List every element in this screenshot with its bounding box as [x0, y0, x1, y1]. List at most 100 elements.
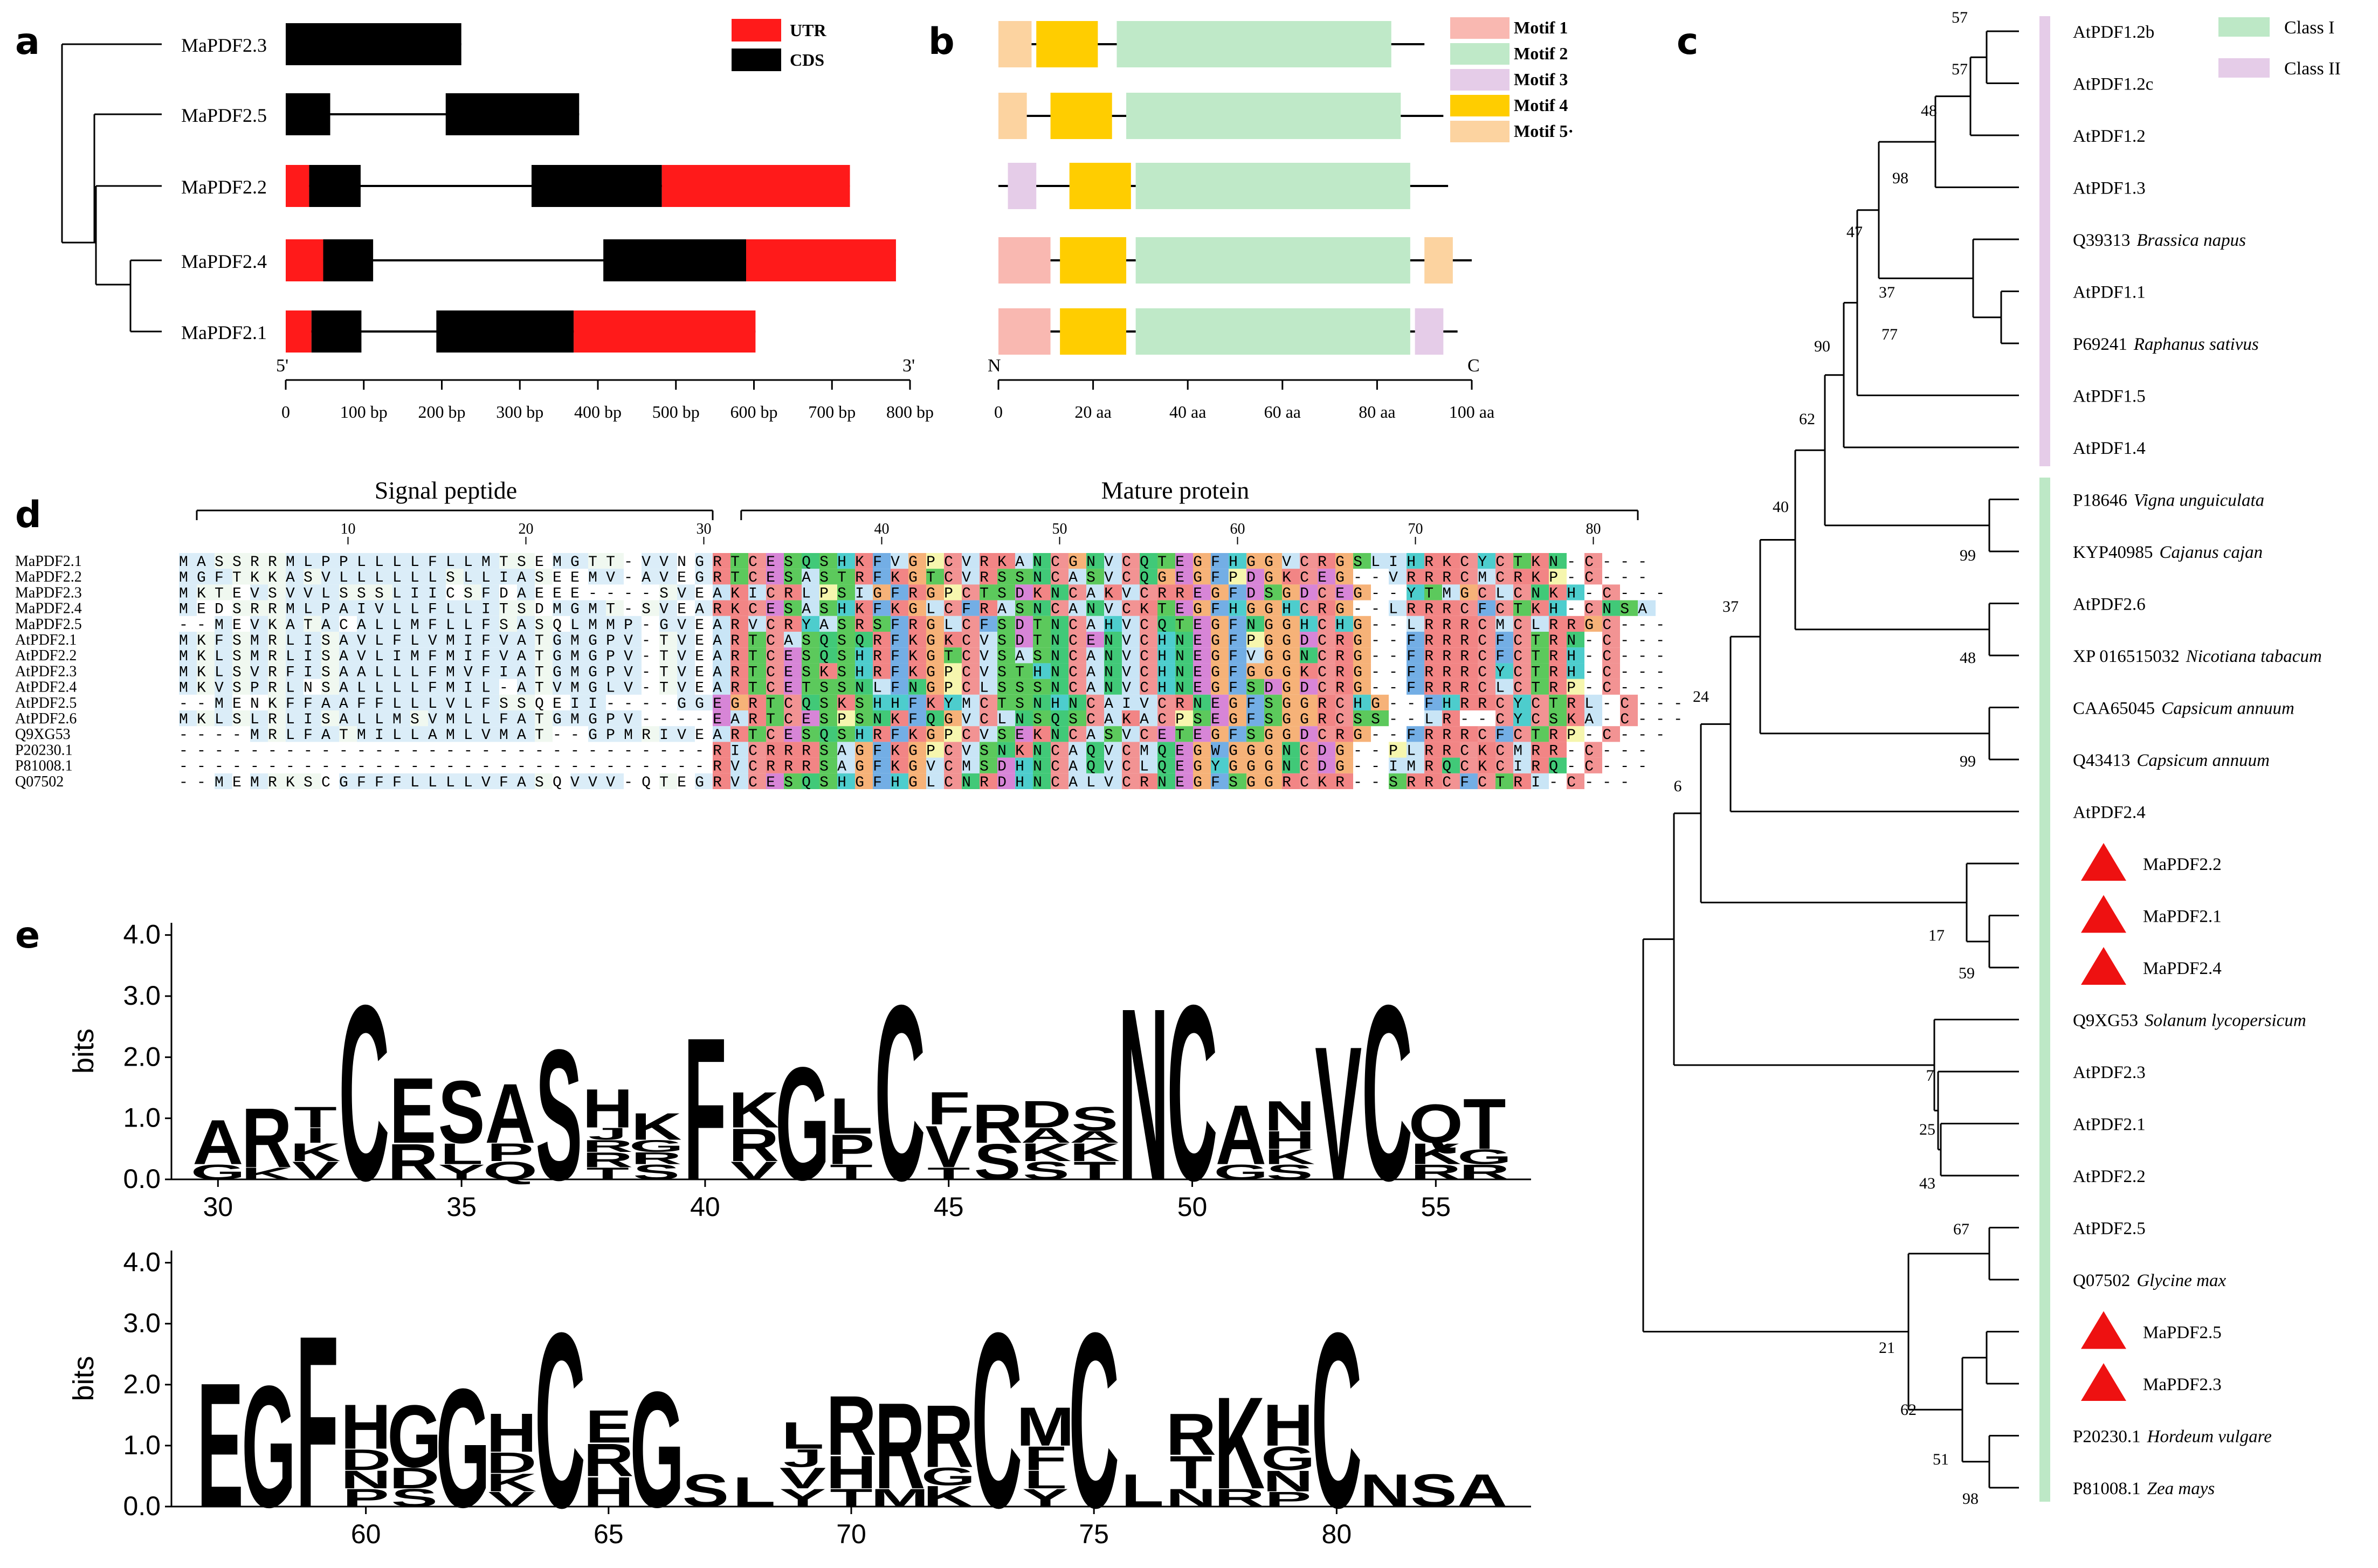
residue-cell	[1193, 710, 1211, 727]
residue-cell	[713, 694, 730, 710]
residue-cell	[375, 569, 392, 585]
residue-cell	[730, 616, 748, 632]
residue-cell	[1335, 569, 1353, 585]
residue-cell	[748, 663, 766, 679]
residue-cell	[1104, 569, 1122, 585]
residue-cell	[980, 616, 997, 632]
residue-cell	[499, 553, 517, 569]
leaf-id: AtPDF1.1	[2073, 283, 2146, 302]
residue-cell	[481, 616, 499, 632]
residue-cell	[1033, 694, 1051, 710]
residue-cell	[1015, 569, 1033, 585]
alignment-seq-name: MaPDF2.5	[15, 616, 82, 633]
residue-cell	[606, 726, 624, 742]
residue-cell	[1495, 710, 1513, 727]
residue-cell	[1531, 569, 1549, 585]
residue-cell	[962, 616, 980, 632]
residue-cell	[1051, 616, 1069, 632]
logo-y-tick-label: 1.0	[123, 1430, 161, 1460]
residue-cell	[1478, 569, 1495, 585]
residue-cell	[784, 600, 802, 616]
residue-cell	[339, 647, 357, 664]
residue-cell	[855, 663, 873, 679]
residue-cell	[321, 553, 339, 569]
residue-cell	[1513, 553, 1531, 569]
residue-cell	[962, 569, 980, 585]
residue-cell	[428, 616, 446, 632]
residue-cell	[1495, 569, 1513, 585]
residue-cell	[1407, 584, 1424, 600]
residue-cell	[1495, 616, 1513, 632]
logo-letter-N: N	[1264, 1092, 1315, 1139]
residue-cell	[250, 632, 268, 648]
residue-cell	[481, 710, 499, 727]
residue-cell	[179, 569, 197, 585]
residue-cell	[1602, 647, 1620, 664]
axis-tick-label: 80 aa	[1359, 402, 1395, 422]
residue-cell	[926, 584, 944, 600]
residue-cell	[1353, 647, 1371, 664]
residue-cell	[908, 584, 926, 600]
residue-cell	[980, 569, 997, 585]
residue-cell	[357, 647, 375, 664]
residue-cell	[428, 569, 446, 585]
residue-cell	[446, 553, 464, 569]
residue-cell	[944, 632, 962, 648]
residue-cell	[588, 600, 606, 616]
residue-cell	[855, 679, 873, 695]
residue-cell	[926, 632, 944, 648]
residue-cell	[624, 710, 642, 727]
residue-cell	[339, 553, 357, 569]
residue-cell	[1513, 632, 1531, 648]
residue-cell	[962, 600, 980, 616]
residue-cell	[1069, 600, 1086, 616]
logo-letter-E: E	[585, 1401, 632, 1453]
residue-cell	[1086, 584, 1104, 600]
bootstrap-value: 6	[1674, 777, 1682, 795]
logo-letter-G: G	[630, 1357, 684, 1542]
residue-cell	[873, 710, 891, 727]
residue-cell	[1175, 569, 1193, 585]
residue-cell	[1442, 553, 1460, 569]
residue-cell	[1069, 694, 1086, 710]
residue-cell	[1442, 679, 1460, 695]
residue-cell	[286, 679, 304, 695]
cds-block	[286, 23, 461, 65]
residue-cell	[1282, 569, 1300, 585]
residue-cell	[980, 694, 997, 710]
alignment-seq-text: --MEVKATACALLMFLLFSASQLMMP-GVEARVCRYASRS…	[179, 617, 1673, 634]
residue-cell	[1211, 569, 1229, 585]
leaf-id: Q07502	[2073, 1271, 2130, 1290]
residue-cell	[962, 663, 980, 679]
residue-cell	[713, 679, 730, 695]
residue-cell	[535, 569, 553, 585]
residue-cell	[535, 647, 553, 664]
residue-cell	[1602, 679, 1620, 695]
residue-cell	[1122, 553, 1140, 569]
residue-cell	[1229, 616, 1246, 632]
residue-cell	[997, 600, 1015, 616]
residue-cell	[535, 663, 553, 679]
residue-cell	[1549, 694, 1567, 710]
residue-cell	[1193, 600, 1211, 616]
logo-letter-C: C	[1069, 1281, 1119, 1560]
residue-cell	[535, 679, 553, 695]
residue-cell	[748, 569, 766, 585]
ruler-label: 80	[1586, 521, 1601, 537]
residue-cell	[766, 710, 784, 727]
residue-cell	[1211, 616, 1229, 632]
residue-cell	[321, 726, 339, 742]
gene-label: MaPDF2.5	[181, 105, 267, 126]
residue-cell	[375, 726, 392, 742]
alignment-seq-text: ------------------------------RVCRRRSAGF…	[179, 759, 1656, 776]
residue-cell	[464, 647, 481, 664]
alignment-seq-name: AtPDF2.5	[15, 695, 77, 712]
residue-cell	[1122, 600, 1140, 616]
residue-cell	[766, 694, 784, 710]
residue-cell	[624, 647, 642, 664]
residue-cell	[1282, 600, 1300, 616]
residue-cell	[980, 679, 997, 695]
leaf-id: AtPDF2.1	[2073, 1115, 2146, 1135]
signal-peptide-label: Signal peptide	[375, 476, 517, 504]
alignment-seq-name: MaPDF2.1	[15, 553, 82, 570]
